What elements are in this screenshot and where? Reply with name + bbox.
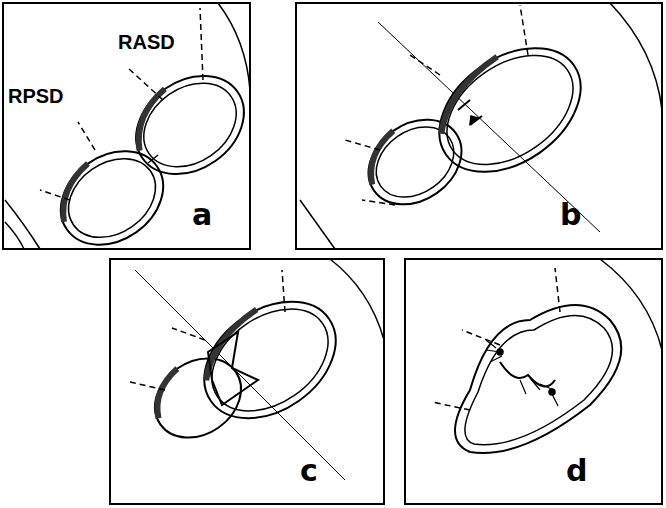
panel-b-drawing bbox=[300, 3, 662, 249]
panel-letter: a bbox=[192, 200, 212, 230]
panel-letter: b bbox=[560, 200, 581, 230]
panel-frame bbox=[3, 3, 250, 249]
panel-letter: d bbox=[566, 456, 587, 486]
vessel-label: RPSD bbox=[8, 86, 64, 106]
panel-frame bbox=[110, 259, 384, 504]
panel-frame bbox=[296, 3, 662, 249]
vessel-label: RASD bbox=[118, 32, 175, 52]
panel-a-drawing bbox=[5, 3, 263, 264]
panel-d-drawing bbox=[432, 259, 662, 453]
panel-frame bbox=[405, 259, 662, 504]
panel-letter: c bbox=[300, 456, 318, 486]
panel-c-drawing bbox=[130, 259, 384, 480]
